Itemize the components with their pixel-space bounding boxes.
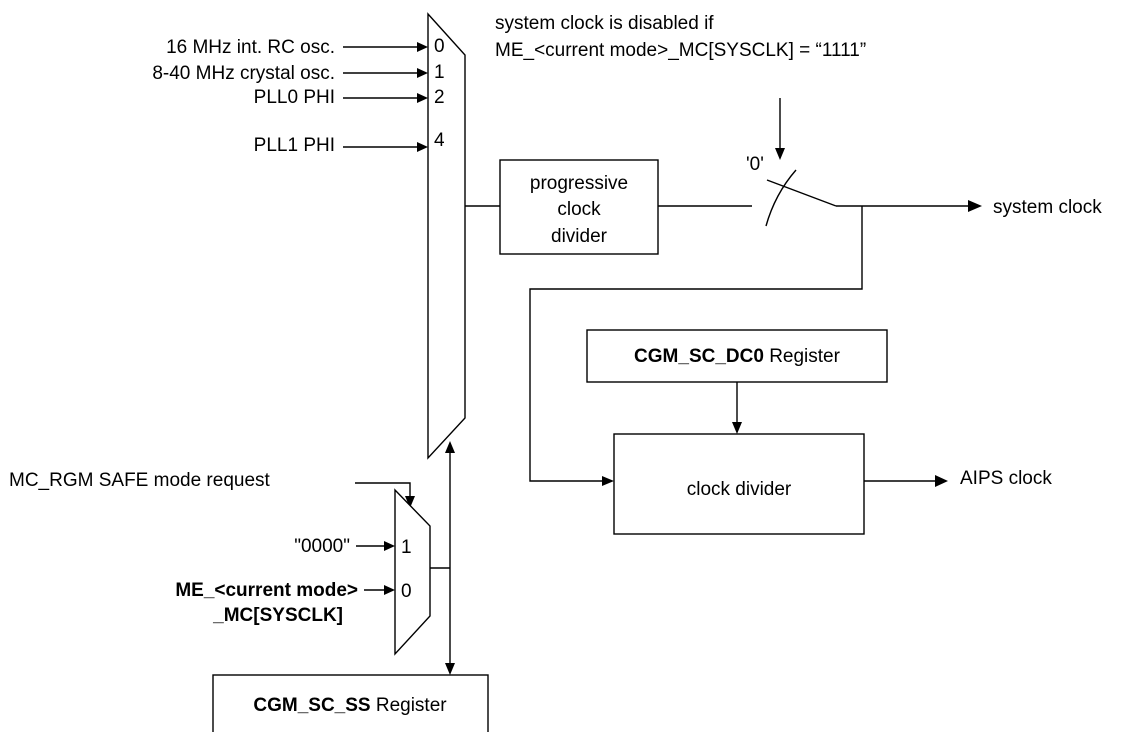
clock-divider — [613, 433, 865, 535]
switch-lever — [766, 179, 837, 207]
arrow-icon — [384, 585, 395, 595]
mux-input-pll1: PLL1 PHI 4 — [254, 130, 445, 156]
cgm-sc-ss-register — [212, 674, 489, 732]
progressive-clock-divider — [499, 159, 659, 255]
connector — [355, 482, 411, 498]
progressive-divider-line3: divider — [551, 226, 608, 247]
select-mux — [394, 488, 431, 656]
dc0-register-suffix: Register — [764, 346, 841, 367]
arrow-icon — [417, 42, 428, 52]
pll1-label: PLL1 PHI — [254, 135, 335, 156]
mux-input-number: 0 — [401, 581, 412, 602]
aips-clock-label: AIPS clock — [960, 468, 1052, 489]
arrow-icon — [417, 93, 428, 103]
disable-note-line1: system clock is disabled if — [495, 13, 714, 34]
mux-input-number: 1 — [401, 537, 412, 558]
mux-input-number: 1 — [434, 62, 445, 83]
switch-zero-label: '0' — [746, 154, 764, 175]
safe-mode-request-label: MC_RGM SAFE mode request — [9, 470, 271, 491]
mux-input-pll0: PLL0 PHI 2 — [254, 87, 445, 108]
ss-register-name: CGM_SC_SS — [253, 695, 370, 716]
progressive-divider-line2: clock — [557, 199, 601, 220]
rc-osc-label: 16 MHz int. RC osc. — [166, 37, 335, 58]
arrow-icon — [732, 422, 742, 434]
mux-input-crystal-osc: 8-40 MHz crystal osc. 1 — [152, 62, 444, 84]
svg-text:CGM_SC_DC0 Register: CGM_SC_DC0 Register — [634, 346, 841, 367]
mux-input-number: 2 — [434, 87, 445, 108]
progressive-divider-line1: progressive — [530, 173, 628, 194]
disable-note-line2: ME_<current mode>_MC[SYSCLK] = “1111” — [495, 40, 866, 61]
mux-input-number: 4 — [434, 130, 445, 151]
main-mux — [427, 12, 466, 460]
arrow-icon — [417, 68, 428, 78]
arrow-icon — [417, 142, 428, 152]
clock-gate-switch: '0' — [746, 98, 837, 227]
mux-input-rc-osc: 16 MHz int. RC osc. 0 — [166, 36, 445, 58]
arrow-icon — [445, 663, 455, 675]
me-mode-label-line2: _MC[SYSCLK] — [212, 605, 343, 626]
svg-text:CGM_SC_SS Register: CGM_SC_SS Register — [253, 695, 447, 716]
arrow-icon — [384, 541, 395, 551]
arrow-icon — [775, 148, 785, 160]
input-0000-label: "0000" — [294, 536, 350, 557]
system-clock-label: system clock — [993, 197, 1102, 218]
dc0-register-name: CGM_SC_DC0 — [634, 346, 764, 367]
ss-register-suffix: Register — [371, 695, 448, 716]
switch-arc — [765, 169, 797, 227]
arrow-icon — [935, 475, 948, 487]
arrow-icon — [445, 441, 455, 453]
me-mode-label-line1: ME_<current mode> — [175, 580, 358, 601]
mux-input-number: 0 — [434, 36, 445, 57]
arrow-icon — [968, 200, 982, 212]
pll0-label: PLL0 PHI — [254, 87, 335, 108]
clock-divider-label: clock divider — [687, 479, 792, 500]
arrow-icon — [405, 496, 415, 508]
crystal-osc-label: 8-40 MHz crystal osc. — [152, 63, 335, 84]
connector — [529, 206, 863, 482]
arrow-icon — [602, 476, 614, 486]
